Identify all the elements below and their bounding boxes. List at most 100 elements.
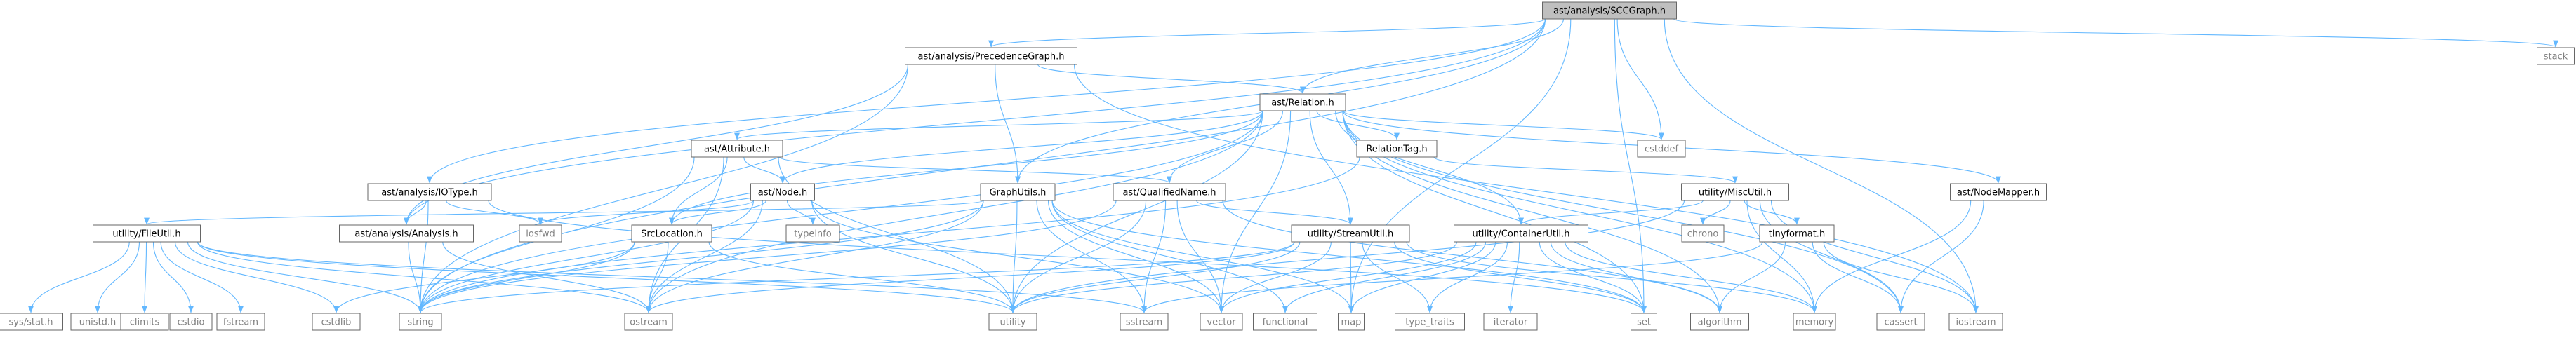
node-label: iterator — [1494, 318, 1528, 328]
edge-line — [646, 241, 1295, 313]
edge-line — [786, 200, 816, 225]
node-label: ast/Relation.h — [1271, 98, 1334, 109]
node-label: climits — [130, 318, 160, 328]
edge-line — [734, 110, 1263, 140]
edge-line — [1282, 241, 1487, 313]
edge-line — [646, 200, 984, 313]
node-box — [1120, 313, 1169, 331]
node-box — [399, 313, 442, 331]
edge-qualifiedname-to-sstream — [1141, 200, 1167, 313]
edge-graphutils-to-utility — [1010, 200, 1018, 313]
edge-line — [811, 200, 1224, 313]
edge-streamutil-to-string — [418, 241, 1295, 313]
node-tinyformat-h[interactable]: tinyformat.h — [1759, 224, 1835, 243]
edge-relation-to-string — [418, 110, 1263, 313]
node-srclocation-h[interactable]: SrcLocation.h — [631, 224, 712, 243]
node-label: SrcLocation.h — [641, 229, 703, 240]
edge-fileutil-to-climits — [142, 241, 147, 313]
node-ast-node-h[interactable]: ast/Node.h — [750, 183, 815, 201]
node-box — [1631, 313, 1657, 331]
node-utility-miscutil-h[interactable]: utility/MiscUtil.h — [1681, 183, 1789, 201]
node-graphutils-h[interactable]: GraphUtils.h — [980, 183, 1056, 201]
node-ast-analysis-iotype-h[interactable]: ast/analysis/IOType.h — [367, 183, 492, 201]
node-ast-qualifiedname-h[interactable]: ast/QualifiedName.h — [1113, 183, 1226, 201]
edge-miscutil-to-chrono — [1700, 200, 1731, 225]
edge-graphutils-to-string — [418, 200, 984, 313]
node-map: map — [1338, 313, 1365, 331]
edge-line — [1362, 241, 1433, 313]
edge-containerutil-to-iterator — [1508, 241, 1520, 313]
edge-containerutil-to-utility — [1010, 241, 1458, 313]
node-ast-analysis-sccgraph-h[interactable]: ast/analysis/SCCGraph.h — [1542, 1, 1677, 20]
edge-streamutil-to-ostream — [646, 241, 1295, 313]
node-box — [1200, 313, 1243, 331]
edge-relation-to-qualifiedname — [1167, 110, 1284, 184]
edge-sccgraph-to-cstddef — [1616, 18, 1664, 140]
node-ast-analysis-precedencegraph-h[interactable]: ast/analysis/PrecedenceGraph.h — [905, 47, 1077, 65]
node-vector: vector — [1200, 313, 1243, 331]
node-ast-attribute-h[interactable]: ast/Attribute.h — [691, 140, 783, 158]
node-label: utility/FileUtil.h — [112, 229, 180, 240]
node-stack: stack — [2537, 47, 2575, 65]
edge-line — [418, 200, 984, 313]
node-label: map — [1341, 318, 1362, 328]
edge-line — [28, 241, 130, 313]
node-label: stack — [2544, 52, 2568, 62]
edge-line — [1394, 241, 1647, 313]
node-box — [1113, 183, 1226, 201]
node-climits: climits — [120, 313, 169, 331]
edge-node-to-string — [418, 200, 755, 313]
node-iterator: iterator — [1483, 313, 1538, 331]
edge-fileutil-to-fstream — [160, 241, 244, 313]
node-utility-containerutil-h[interactable]: utility/ContainerUtil.h — [1454, 224, 1588, 243]
edge-line — [1812, 241, 1904, 313]
edge-line — [95, 241, 140, 313]
node-box — [1948, 313, 2003, 331]
node-label: fstream — [223, 318, 258, 328]
node-label: string — [407, 318, 433, 328]
node-box — [1338, 313, 1365, 331]
node-label: GraphUtils.h — [990, 188, 1047, 198]
edge-line — [418, 64, 909, 313]
edge-relation-to-relationtag — [1316, 110, 1400, 140]
edge-line — [1348, 241, 1496, 313]
edge-line — [333, 241, 635, 313]
node-label: ast/Attribute.h — [704, 144, 770, 155]
edge-line — [988, 18, 1546, 48]
node-label: ast/QualifiedName.h — [1122, 188, 1216, 198]
node-cstddef: cstddef — [1637, 140, 1686, 158]
node-relationtag-h[interactable]: RelationTag.h — [1356, 140, 1438, 158]
edge-qualifiedname-to-string — [418, 200, 1117, 313]
edge-node-to-utility — [811, 200, 1016, 313]
edge-line — [538, 200, 755, 225]
node-label: set — [1637, 318, 1651, 328]
node-ast-relation-h[interactable]: ast/Relation.h — [1259, 93, 1346, 111]
node-label: cstdio — [178, 318, 205, 328]
edge-containerutil-to-algorithm — [1550, 241, 1722, 313]
edge-graphutils-to-sstream — [1036, 200, 1147, 313]
edge-graphutils-to-vector — [1047, 200, 1224, 313]
edge-line — [1823, 241, 1979, 313]
edge-line — [1550, 241, 1722, 313]
edge-line — [1309, 110, 1353, 225]
edge-fileutil-to-sysstat — [28, 241, 130, 313]
node-label: utility/StreamUtil.h — [1308, 229, 1394, 240]
edge-sccgraph-to-iotype — [427, 18, 1546, 184]
node-box — [1876, 313, 1925, 331]
edge-line — [1196, 200, 1353, 225]
node-label: memory — [1795, 318, 1834, 328]
edge-line — [488, 200, 1647, 313]
edge-analysis-to-ostream — [442, 241, 651, 313]
node-box — [1759, 224, 1835, 243]
node-fstream: fstream — [216, 313, 265, 331]
node-box — [1681, 183, 1789, 201]
edge-line — [1406, 241, 1817, 313]
node-utility-streamutil-h[interactable]: utility/StreamUtil.h — [1291, 224, 1410, 243]
node-label: vector — [1207, 318, 1236, 328]
node-ast-analysis-analysis-h[interactable]: ast/analysis/Analysis.h — [339, 224, 474, 243]
node-utility-fileutil-h[interactable]: utility/FileUtil.h — [93, 224, 201, 243]
edge-line — [1300, 18, 1564, 94]
edge-qualifiedname-to-vector — [1176, 200, 1224, 313]
node-ast-nodemapper-h[interactable]: ast/NodeMapper.h — [1950, 183, 2047, 201]
